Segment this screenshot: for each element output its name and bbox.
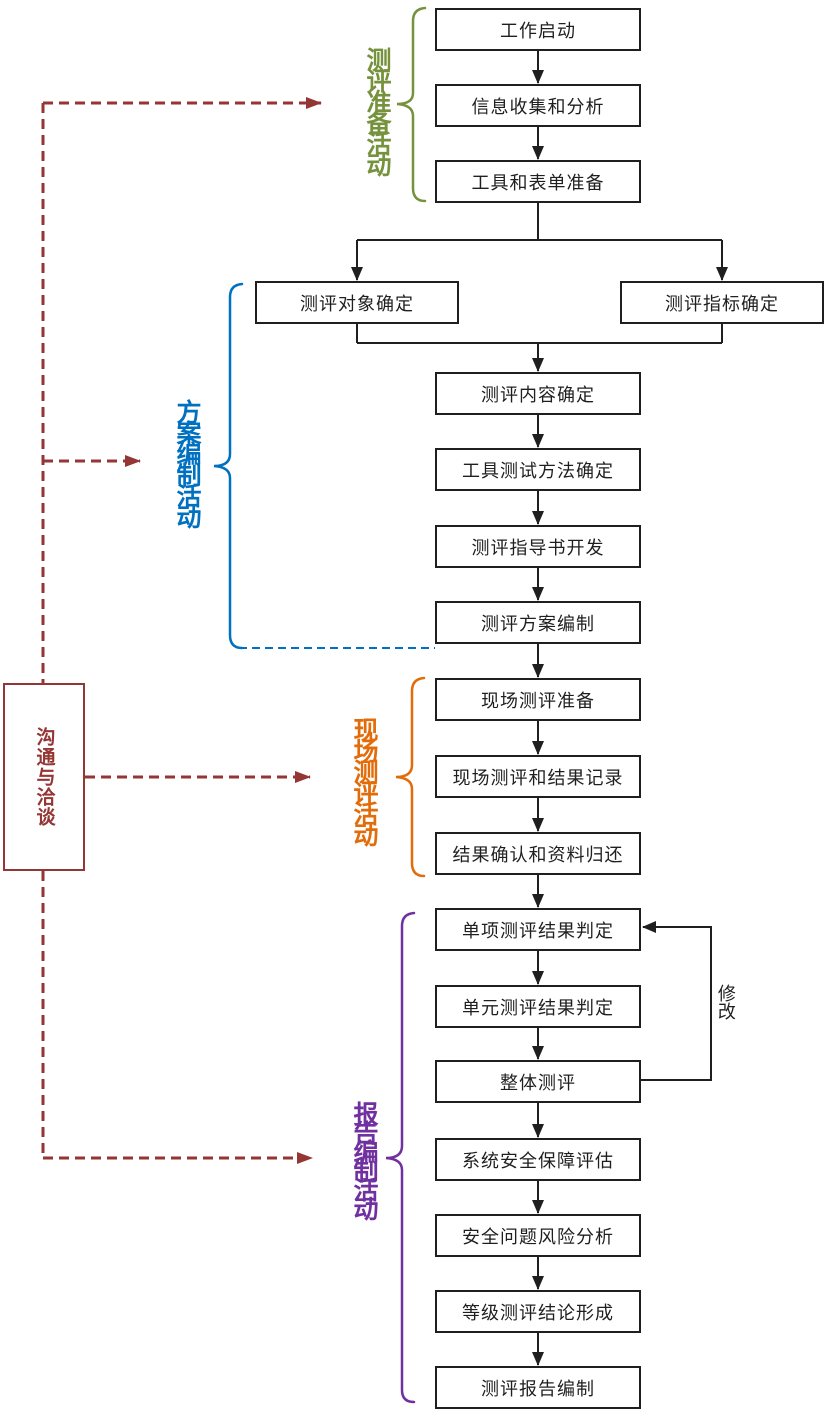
node-evaluation-guide-development: 测评指导书开发 — [435, 525, 641, 568]
node-single-item-result-judgment: 单项测评结果判定 — [435, 908, 641, 951]
node-security-risk-analysis: 安全问题风险分析 — [435, 1214, 641, 1257]
feedback-loop-connector — [641, 921, 712, 1081]
node-tool-test-method-determination: 工具测试方法确定 — [435, 448, 641, 491]
node-result-confirmation-material-return: 结果确认和资料归还 — [435, 832, 641, 875]
node-evaluation-indicator-determination: 测评指标确定 — [620, 281, 824, 324]
node-grade-conclusion-formation: 等级测评结论形成 — [435, 1290, 641, 1333]
node-onsite-evaluation-result-recording: 现场测评和结果记录 — [435, 755, 641, 798]
section-label-reporting: 报告编制活动 — [350, 1101, 378, 1215]
flow-connectors — [351, 51, 728, 1366]
node-evaluation-object-determination: 测评对象确定 — [255, 281, 459, 324]
node-evaluation-plan-compilation: 测评方案编制 — [435, 601, 641, 644]
section-braces — [213, 6, 427, 1404]
node-communication-negotiation: 沟通与洽谈 — [3, 683, 85, 871]
section-label-onsite: 现场测评活动 — [350, 717, 378, 843]
node-system-security-assessment: 系统安全保障评估 — [435, 1138, 641, 1181]
node-evaluation-content-determination: 测评内容确定 — [435, 372, 641, 415]
node-work-start: 工作启动 — [435, 8, 641, 51]
node-info-collection-analysis: 信息收集和分析 — [435, 84, 641, 127]
node-evaluation-report-compilation: 测评报告编制 — [435, 1366, 641, 1409]
feedback-label: 修改 — [715, 984, 736, 1020]
brace-preparation — [396, 6, 427, 203]
brace-planning — [213, 282, 244, 650]
node-tools-forms-preparation: 工具和表单准备 — [435, 160, 641, 203]
brace-reporting — [385, 911, 416, 1404]
brace-onsite — [395, 676, 426, 878]
section-label-preparation: 测评准备活动 — [363, 47, 391, 173]
section-label-planning: 方案编制活动 — [173, 399, 201, 525]
communication-connectors — [41, 97, 322, 1164]
communication-box-label: 沟通与洽谈 — [33, 727, 55, 827]
node-overall-evaluation: 整体测评 — [435, 1060, 641, 1103]
node-unit-result-judgment: 单元测评结果判定 — [435, 985, 641, 1028]
node-onsite-evaluation-preparation: 现场测评准备 — [435, 678, 641, 721]
